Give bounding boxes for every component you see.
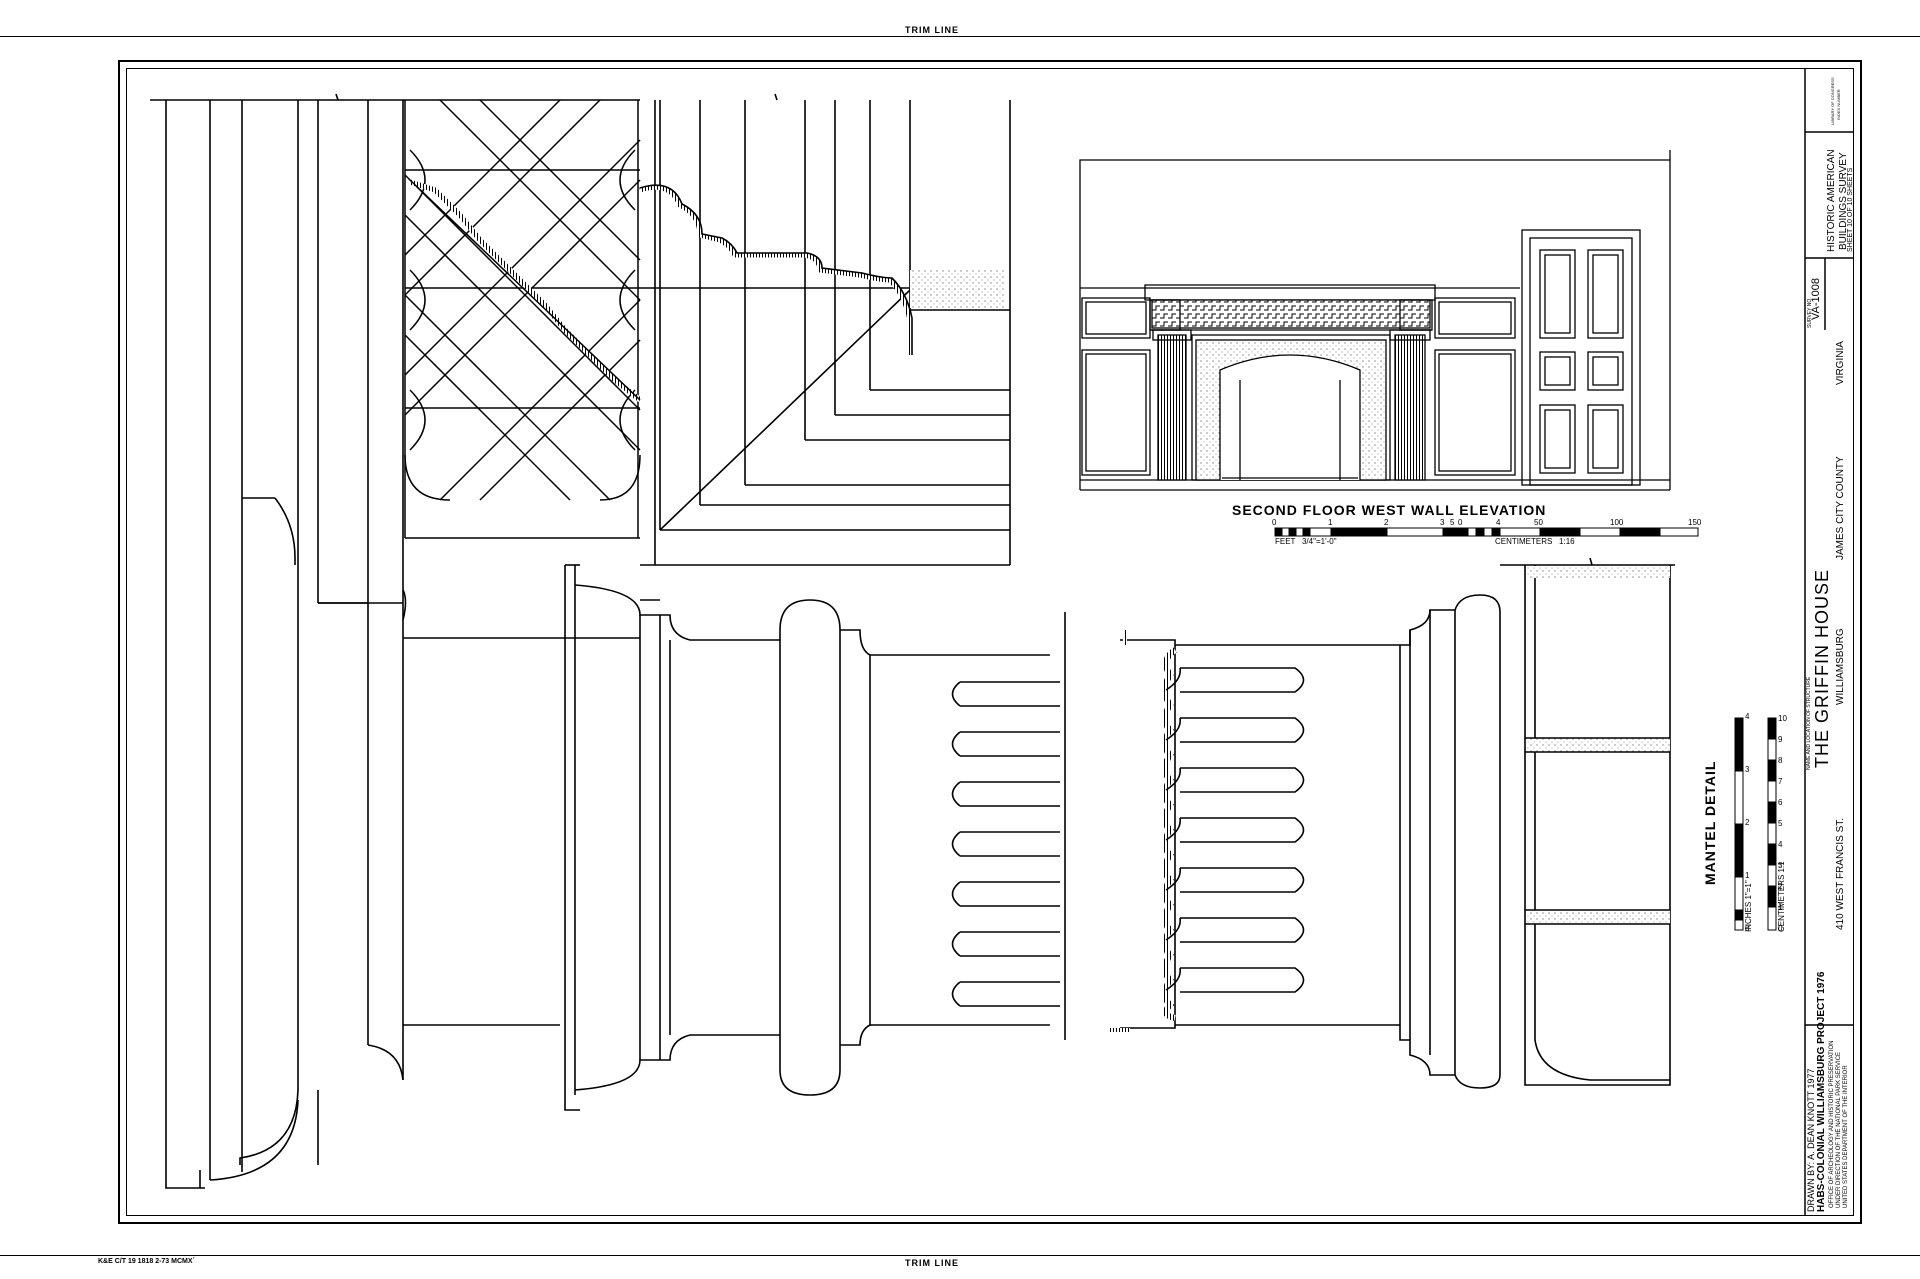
structure-county: JAMES CITY COUNTY bbox=[1835, 456, 1846, 560]
elevation-cm-label: CENTIMETERS 1:16 bbox=[1495, 537, 1575, 546]
project-name: HABS-COLONIAL WILLIAMSBURG PROJECT 1976 bbox=[1816, 971, 1827, 1212]
cm-tick: 7 bbox=[1778, 777, 1783, 786]
cm-tick: 9 bbox=[1778, 735, 1783, 744]
mantel-inches-label: INCHES 1"=1" bbox=[1744, 880, 1753, 932]
west-wall-elevation bbox=[1079, 150, 1671, 491]
structure-address: 410 WEST FRANCIS ST. bbox=[1835, 817, 1846, 930]
cm-tick: 100 bbox=[1610, 518, 1624, 527]
feet-tick: 0 bbox=[1272, 518, 1277, 527]
cm-tick: 150 bbox=[1688, 518, 1702, 527]
agency-line-1: HISTORIC AMERICAN bbox=[1826, 149, 1837, 252]
cm-tick: 6 bbox=[1778, 798, 1783, 807]
mantel-detail-title: MANTEL DETAIL bbox=[1702, 760, 1718, 885]
mantel-cm-scale-bar bbox=[1767, 717, 1777, 931]
cm-unit: CENTIMETERS bbox=[1495, 537, 1553, 546]
mantel-cm-ticks: 0 1 2 3 4 5 6 7 8 9 10 bbox=[1778, 712, 1788, 937]
feet-unit: FEET bbox=[1275, 537, 1296, 546]
mantel-inches-scale-bar bbox=[1734, 717, 1744, 931]
feet-tick: 1 bbox=[1328, 518, 1333, 527]
feet-tick: 3 bbox=[1440, 518, 1445, 527]
office-line-2: UNDER DIRECTION OF THE NATIONAL PARK SER… bbox=[1836, 1051, 1842, 1208]
cm-tick: 10 bbox=[1778, 714, 1787, 723]
left-profile bbox=[150, 93, 640, 1189]
cm-tick: 1 bbox=[1778, 903, 1783, 912]
guilloche-panel bbox=[404, 99, 642, 539]
sheet-border-outer bbox=[118, 60, 1862, 1224]
inch-tick: 1 bbox=[1745, 871, 1750, 880]
library-line-1: LIBRARY OF CONGRESS bbox=[1830, 77, 1835, 125]
elevation-feet-ticks: 0 1 2 3 4 5 bbox=[1272, 518, 1562, 528]
elevation-cm-scale-bar bbox=[1459, 527, 1699, 537]
elevation-cm-ticks: 0 50 100 150 bbox=[1458, 518, 1708, 528]
office-line-1: OFFICE OF ARCHEOLOGY AND HISTORIC PRESER… bbox=[1829, 1040, 1835, 1208]
pilaster-section bbox=[1064, 557, 1675, 1089]
reed-stops-left bbox=[951, 681, 1060, 1007]
sheet-border-inner bbox=[126, 68, 1854, 1216]
cm-tick: 50 bbox=[1534, 518, 1543, 527]
trim-line-bottom bbox=[0, 1255, 1920, 1256]
cm-tick: 0 bbox=[1778, 924, 1783, 933]
cornice-profile bbox=[639, 93, 1011, 566]
cm-tick: 0 bbox=[1458, 518, 1463, 527]
trim-line-top-label: TRIM LINE bbox=[905, 25, 959, 35]
office-line-3: UNITED STATES DEPARTMENT OF THE INTERIOR bbox=[1843, 1065, 1849, 1208]
inch-tick: 2 bbox=[1745, 818, 1750, 827]
survey-no: VA-1008 bbox=[1810, 278, 1822, 320]
feet-tick: 2 bbox=[1384, 518, 1389, 527]
elevation-feet-label: FEET 3/4"=1'-0" bbox=[1275, 537, 1337, 546]
feet-ratio: 3/4"=1'-0" bbox=[1301, 537, 1337, 546]
elevation-title: SECOND FLOOR WEST WALL ELEVATION bbox=[1232, 502, 1547, 518]
drawn-by: DRAWN BY: A. DEAN KNOTT 1977 bbox=[1806, 1068, 1816, 1212]
cm-tick: 8 bbox=[1778, 756, 1783, 765]
cm-tick: 4 bbox=[1778, 840, 1783, 849]
print-code: K&E C/T 19 1818 2-73 MCMX´ bbox=[98, 1258, 195, 1265]
cm-tick: 5 bbox=[1778, 819, 1783, 828]
feet-tick: 5 bbox=[1450, 518, 1455, 527]
cm-tick: 3 bbox=[1778, 861, 1783, 870]
cm-tick: 2 bbox=[1778, 882, 1783, 891]
title-block-frame bbox=[1804, 68, 1854, 1216]
structure-city: WILLIAMSBURG bbox=[1835, 628, 1846, 705]
trim-line-bottom-label: TRIM LINE bbox=[905, 1258, 959, 1268]
inch-tick: 4 bbox=[1745, 712, 1750, 721]
capital-profile bbox=[564, 564, 1050, 1111]
inch-tick: 3 bbox=[1745, 765, 1750, 774]
trim-line-top bbox=[0, 36, 1920, 37]
mantel-inches-ticks: 0 1 2 3 4 bbox=[1745, 712, 1755, 937]
inch-tick: 0 bbox=[1745, 924, 1750, 933]
feet-tick: 4 bbox=[1496, 518, 1501, 527]
structure-state: VIRGINIA bbox=[1835, 341, 1846, 385]
structure-name: THE GRIFFIN HOUSE bbox=[1812, 568, 1832, 768]
sheet-number: SHEET 10 OF 10 SHEETS bbox=[1847, 167, 1854, 252]
library-line-2: INDEX NUMBER bbox=[1836, 89, 1841, 120]
mantel-cm-label: CENTIMETERS 1:1 bbox=[1777, 861, 1786, 932]
cm-ratio: 1:16 bbox=[1559, 537, 1575, 546]
